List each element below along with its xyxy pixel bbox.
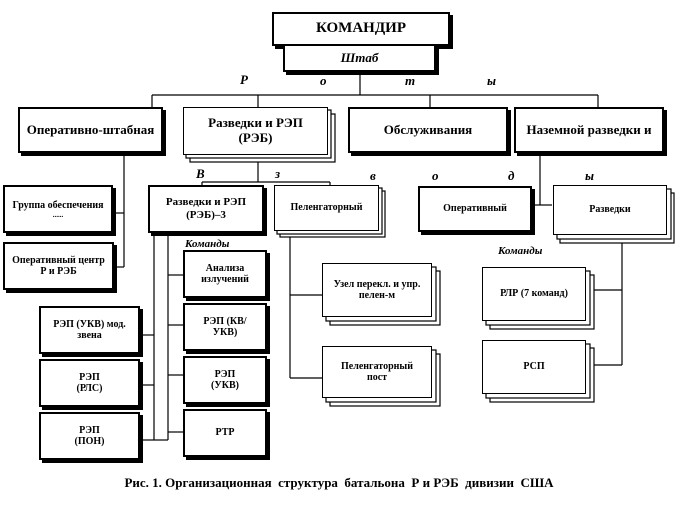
team-rep-ukv-box: РЭП (УКВ) (183, 356, 267, 404)
team-rlr-box: РЛР (7 команд) (482, 267, 586, 321)
recon-ew-platoon-label: Разведки и РЭП (РЭБ)–3 (165, 196, 247, 221)
df-platoon-label: Пеленгаторный (290, 202, 363, 214)
staff-box: Штаб (283, 44, 436, 72)
ops-center-box: Оперативный центр Р и РЭБ (3, 242, 114, 290)
companies-letter-2: о (320, 73, 327, 88)
recon-platoon-label: Разведки (589, 204, 631, 216)
team-rep-ukv-label: РЭП (УКВ) (211, 368, 239, 392)
companies-letter-4: ы (487, 73, 497, 88)
company-ground-recon-label: Наземной разведки и (526, 121, 652, 137)
platoons-letter-1: В (196, 166, 205, 181)
platoons-letter-5: д (508, 168, 515, 183)
df-relay-node-label: Узел перекл. и упр. пелен-м (333, 278, 421, 302)
team-analysis-label: Анализа излучений (201, 262, 249, 286)
staff-label: Штаб (340, 49, 379, 65)
team-rtr-box: РТР (183, 409, 267, 457)
team-rtr-label: РТР (215, 427, 235, 439)
team-analysis-box: Анализа излучений (183, 250, 267, 298)
company-ops-staff-label: Оперативно-штабная (26, 121, 155, 137)
platoons-letter-6: ы (585, 168, 595, 183)
team-rsp-label: РСП (523, 361, 545, 373)
commander-label: КОМАНДИР (316, 20, 406, 37)
team-rep-rls-box: РЭП (РЛС) (39, 359, 140, 407)
companies-letter-3: т (405, 73, 416, 88)
team-rep-pon-label: РЭП (ПОН) (74, 424, 105, 448)
company-service: Обслуживания (348, 107, 508, 153)
company-recon-ew: Разведки и РЭП (РЭБ) (183, 107, 328, 155)
team-rep-ukv-mod-box: РЭП (УКВ) мод. звена (39, 306, 140, 354)
company-service-label: Обслуживания (383, 121, 473, 137)
recon-ew-platoon-box: Разведки и РЭП (РЭБ)–3 (148, 185, 264, 233)
operative-platoon-box: Оперативный (418, 186, 532, 232)
team-rlr-label: РЛР (7 команд) (500, 288, 568, 300)
ground-teams-label: Команды (498, 245, 543, 257)
team-rep-pon-box: РЭП (ПОН) (39, 412, 140, 460)
team-rsp-box: РСП (482, 340, 586, 394)
platoons-letter-3: в (370, 168, 376, 183)
df-post-label: Пеленгаторный пост (341, 360, 413, 384)
support-group-box: Группа обеспечения ...... (3, 185, 113, 233)
commander-box: КОМАНДИР (272, 12, 450, 46)
team-rep-ukv-mod-label: РЭП (УКВ) мод. звена (53, 318, 126, 342)
support-group-label: Группа обеспечения (12, 200, 104, 212)
figure-caption: Рис. 1. Организационная структура баталь… (124, 475, 554, 490)
companies-letter-1: Р (240, 72, 248, 87)
ops-center-label: Оперативный центр Р и РЭБ (12, 254, 105, 278)
operative-platoon-label: Оперативный (443, 203, 507, 215)
platoons-letter-4: о (432, 168, 439, 183)
df-post-box: Пеленгаторный пост (322, 346, 432, 398)
recon-teams-label: Команды (185, 238, 230, 250)
df-relay-node-box: Узел перекл. и упр. пелен-м (322, 263, 432, 317)
company-ops-staff: Оперативно-штабная (18, 107, 163, 153)
team-rep-kv-ukv-label: РЭП (КВ/УКВ) (203, 315, 247, 339)
company-ground-recon: Наземной разведки и (514, 107, 664, 153)
recon-platoon-box: Разведки (553, 185, 667, 235)
team-rep-kv-ukv-box: РЭП (КВ/УКВ) (183, 303, 267, 351)
company-recon-ew-label: Разведки и РЭП (РЭБ) (208, 115, 303, 145)
support-group-tail: ...... (52, 210, 64, 219)
platoons-letter-2: з (275, 166, 281, 181)
team-rep-rls-label: РЭП (РЛС) (76, 371, 103, 395)
df-platoon-box: Пеленгаторный (274, 185, 379, 231)
